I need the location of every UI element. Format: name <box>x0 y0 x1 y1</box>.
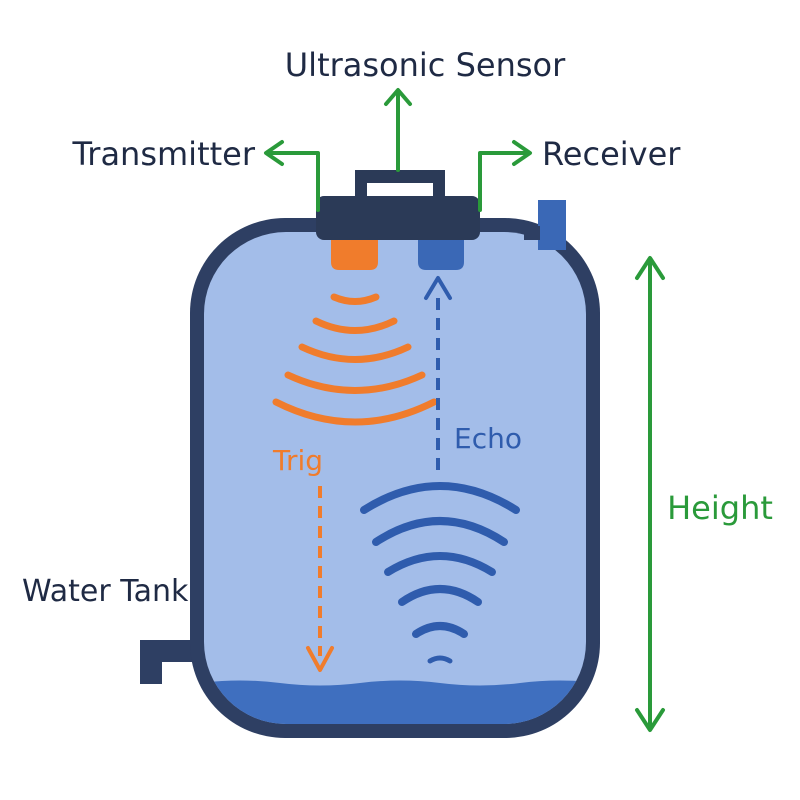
transmitter-cup <box>331 240 378 270</box>
water-bottom <box>204 680 586 724</box>
echo-arrowhead <box>424 276 452 300</box>
echo-wave-5 <box>412 622 468 638</box>
trig-waves <box>272 293 438 426</box>
label-water-tank: Water Tank <box>22 574 189 609</box>
trig-wave-3 <box>298 343 412 363</box>
echo-wave-6 <box>427 655 453 664</box>
label-height: Height <box>667 489 773 527</box>
label-echo: Echo <box>454 422 522 455</box>
sensor-arrow <box>384 88 412 172</box>
sensor-handle <box>355 170 445 200</box>
trig-wave-4 <box>284 371 426 394</box>
ultrasonic-sensor-icon <box>316 196 480 240</box>
trig-wave-1 <box>330 293 380 305</box>
echo-wave-1 <box>360 482 520 514</box>
label-ultrasonic-sensor: Ultrasonic Sensor <box>285 46 566 84</box>
side-valve-icon <box>538 200 566 250</box>
side-valve-stem <box>524 226 540 240</box>
echo-waves <box>360 482 520 664</box>
label-trig: Trig <box>272 444 323 477</box>
outlet-pipe-icon <box>140 640 195 684</box>
echo-wave-2 <box>372 517 508 546</box>
label-transmitter: Transmitter <box>71 135 255 173</box>
trig-wave-2 <box>312 317 398 334</box>
transmitter-arrow <box>264 140 320 212</box>
label-receiver: Receiver <box>542 135 681 173</box>
trig-wave-5 <box>272 398 438 426</box>
trig-arrowhead <box>306 646 334 672</box>
echo-wave-3 <box>384 552 496 576</box>
receiver-cup <box>418 240 464 270</box>
receiver-arrow <box>478 140 532 212</box>
height-arrow <box>635 256 665 732</box>
tank-water <box>204 232 586 724</box>
echo-wave-4 <box>398 585 482 606</box>
